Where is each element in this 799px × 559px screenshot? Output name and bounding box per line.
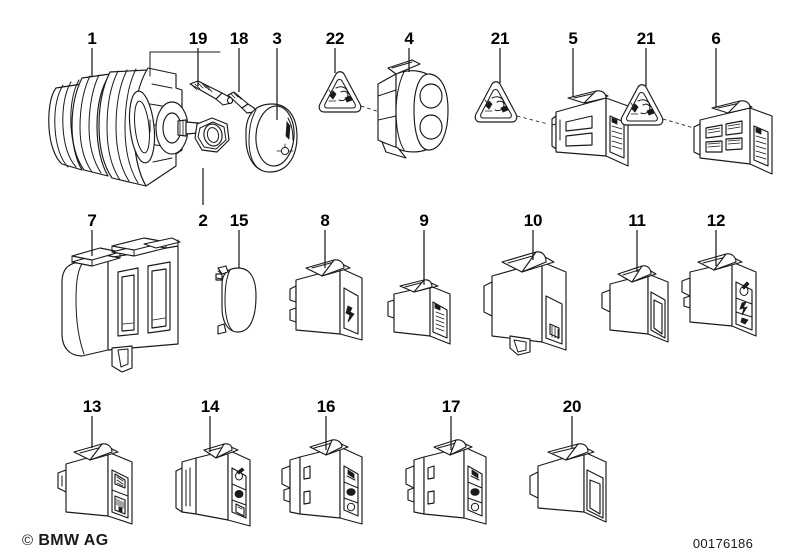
callout-number-14: 14 (200, 397, 220, 416)
part-13-heated-rear-window-switch (57, 443, 133, 525)
part-9-small-rocker-switch (387, 279, 451, 345)
part-16-seat-function-switch (281, 439, 363, 525)
callout-number-4: 4 (404, 29, 414, 48)
part-11-plain-rocker-switch (601, 265, 669, 343)
callout-number-5: 5 (568, 29, 578, 48)
part-21-warning-triangle-symbol-a (474, 81, 549, 125)
callout-number-22: 22 (325, 29, 345, 48)
diagram-part-number: 00176186 (692, 536, 754, 551)
callout-number-11: 11 (628, 211, 646, 230)
part-5-double-window-switch (551, 90, 629, 167)
part-7-switch-carrier-frame (61, 237, 181, 373)
part-8-hazard-switch (289, 259, 363, 341)
part-12-twin-symbol-switch (681, 253, 757, 337)
callout-number-2: 2 (198, 211, 208, 230)
callout-number-16: 16 (316, 397, 336, 416)
part-22-warning-triangle-symbol (318, 71, 393, 117)
part-20-plain-slide-switch (529, 443, 607, 523)
callout-number-9: 9 (419, 211, 429, 230)
part-3-rotary-knob (245, 103, 298, 173)
part-10-large-rocker-switch (483, 251, 567, 356)
part-4-dual-round-switch (377, 59, 449, 159)
callout-number-20: 20 (562, 397, 582, 416)
callout-number-21: 21 (636, 29, 656, 48)
part-1-ignition-switch-assembly (48, 51, 221, 187)
callout-number-19: 19 (188, 29, 208, 48)
callout-number-18: 18 (229, 29, 249, 48)
callout-number-8: 8 (320, 211, 330, 230)
callout-number-15: 15 (229, 211, 249, 230)
part-19-knurled-sleeve-pin (189, 80, 234, 106)
callout-number-12: 12 (706, 211, 726, 230)
part-17-mirror-heating-switch (405, 439, 487, 525)
callout-number-3: 3 (272, 29, 282, 48)
callout-number-21: 21 (490, 29, 510, 48)
part-14-mirror-adjust-switch (175, 443, 251, 527)
callout-leader-lines (91, 48, 717, 452)
part-21-warning-triangle-symbol-b (620, 84, 695, 129)
part-2-hex-lock-nut (194, 117, 230, 153)
callout-number-7: 7 (87, 211, 97, 230)
callout-number-6: 6 (711, 29, 721, 48)
callout-number-1: 1 (87, 29, 97, 48)
copyright-icon: © (22, 532, 34, 549)
callout-number-13: 13 (82, 397, 102, 416)
part-6-grille-window-switch (693, 100, 773, 175)
footer-brand-label: BMW AG (38, 532, 109, 549)
callout-number-17: 17 (441, 397, 461, 416)
callout-number-10: 10 (523, 211, 543, 230)
footer-copyright: © BMW AG (22, 532, 109, 550)
part-15-blank-cover-cap (215, 265, 257, 335)
